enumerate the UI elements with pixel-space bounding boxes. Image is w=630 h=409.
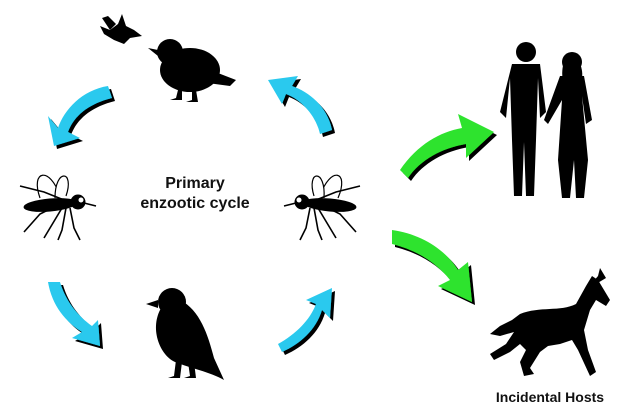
cycle-arrow-top-left bbox=[48, 86, 112, 146]
horse-icon bbox=[490, 268, 610, 376]
cycle-label-line2: enzootic cycle bbox=[110, 194, 280, 214]
cycle-label: Primary enzootic cycle bbox=[110, 174, 280, 214]
cycle-label-line1: Primary bbox=[110, 174, 280, 194]
sparrow-icon bbox=[148, 39, 236, 102]
incidental-hosts-label: Incidental Hosts bbox=[470, 388, 630, 406]
couple-icon bbox=[500, 42, 592, 198]
cycle-arrow-bottom-left bbox=[48, 282, 100, 346]
small-bird-icon bbox=[100, 14, 142, 44]
crow-icon bbox=[146, 288, 224, 380]
cycle-arrow-bottom-right bbox=[278, 288, 332, 352]
host-arrow-to-horse bbox=[392, 230, 472, 302]
mosquito-icon bbox=[20, 175, 96, 240]
host-arrow-to-humans bbox=[400, 114, 494, 178]
cycle-arrow-top-right bbox=[268, 76, 332, 134]
mosquito-icon bbox=[284, 175, 360, 240]
